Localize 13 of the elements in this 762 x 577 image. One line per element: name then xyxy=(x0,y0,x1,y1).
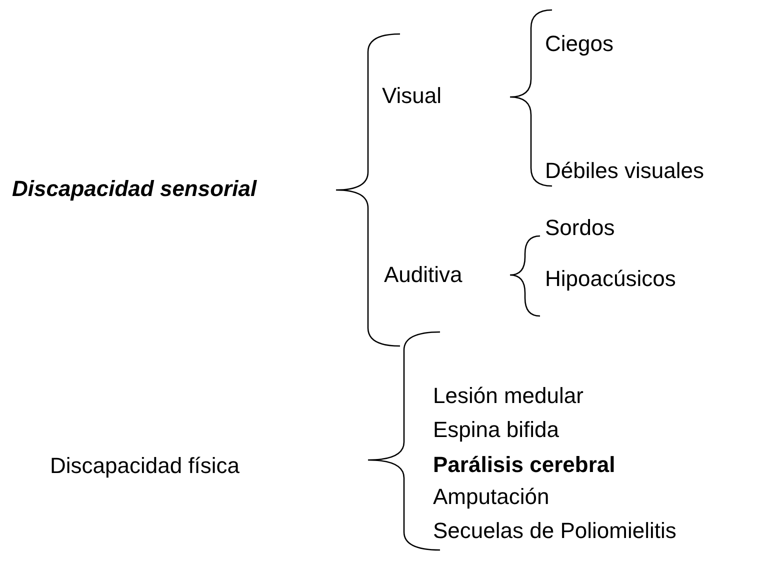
list-item-text: Parálisis cerebral xyxy=(433,452,616,478)
list-item-text: Ciegos xyxy=(545,31,614,57)
subcategory-label: Visual xyxy=(382,83,442,109)
list-item-text: Sordos xyxy=(545,215,615,241)
subcategory-label: Auditiva xyxy=(384,262,462,288)
category-heading: Discapacidad física xyxy=(50,453,240,479)
list-item-text: Espina bifida xyxy=(433,417,559,443)
list-item-text: Lesión medular xyxy=(433,383,584,409)
list-item-text: Hipoacúsicos xyxy=(545,266,676,292)
list-item-text: Débiles visuales xyxy=(545,158,704,184)
category-heading: Discapacidad sensorial xyxy=(12,176,257,202)
list-item-text: Amputación xyxy=(433,484,550,510)
list-item-text: Secuelas de Poliomielitis xyxy=(433,518,676,544)
